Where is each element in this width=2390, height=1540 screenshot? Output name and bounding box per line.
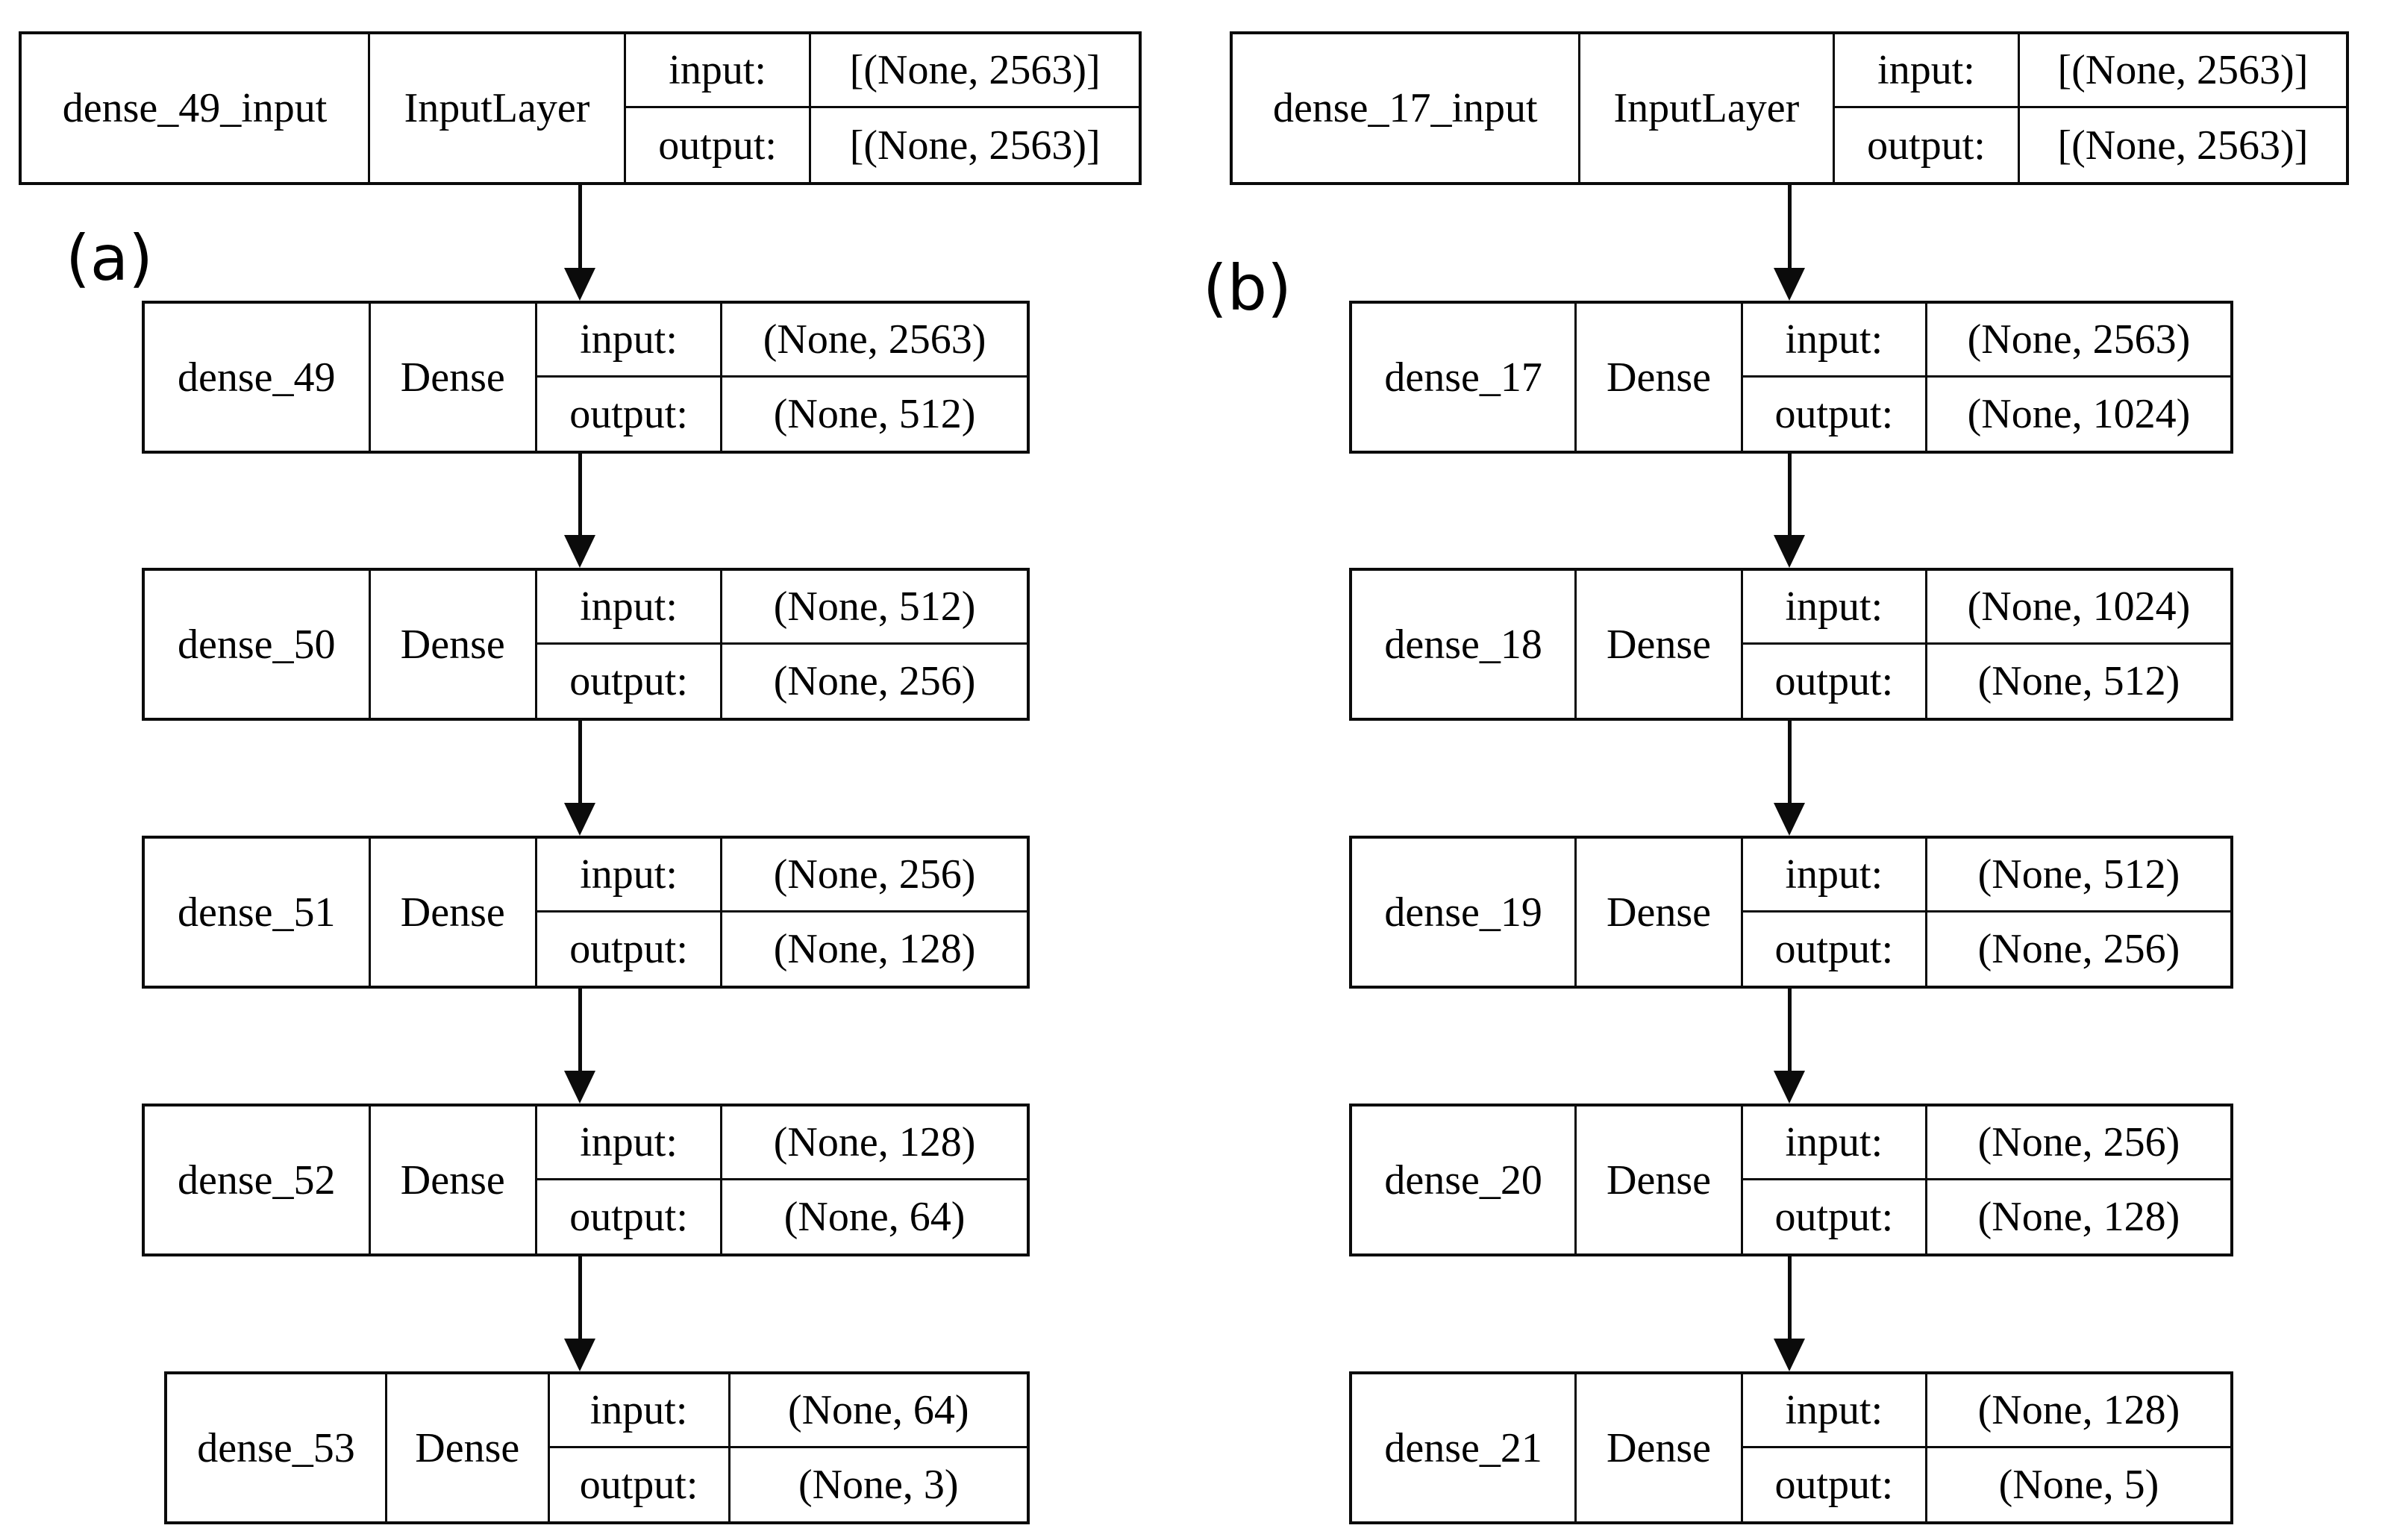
output-label: output: <box>537 1180 723 1253</box>
input-label: input: <box>1742 571 1927 645</box>
input-shape: [(None, 2563)] <box>2019 34 2346 108</box>
arrow-down-icon <box>563 721 596 836</box>
layer-type: Dense <box>1577 1374 1743 1521</box>
layer-name: dense_18 <box>1352 571 1577 718</box>
output-shape: (None, 256) <box>773 657 976 704</box>
layer-type: Dense <box>1577 571 1743 718</box>
arrow-down-icon <box>563 185 596 301</box>
output-label: output: <box>537 644 723 718</box>
output-shape: (None, 128) <box>1977 1193 2180 1240</box>
input-label: input: <box>537 1107 723 1180</box>
layer-name: dense_20 <box>1352 1107 1577 1253</box>
output-shape: (None, 512) <box>1977 657 2180 704</box>
input-shape: (None, 64) <box>730 1374 1027 1448</box>
layer-name: dense_21 <box>1352 1374 1577 1521</box>
input-shape: (None, 256) <box>1927 1107 2230 1180</box>
layer-name: dense_52 <box>145 1107 371 1253</box>
output-label: output: <box>1743 1447 1927 1521</box>
arrow-down-icon <box>1773 989 1806 1104</box>
layer-name: dense_49 <box>145 304 371 451</box>
input-shape: (None, 2563) <box>722 304 1027 378</box>
output-label: output: <box>1743 644 1927 718</box>
input-shape: (None, 1024) <box>1927 571 2230 645</box>
arrow-down-icon <box>1773 1256 1806 1371</box>
arrow-down-icon <box>1773 454 1806 568</box>
input-label: input: <box>537 304 723 378</box>
input-label: input: <box>537 839 723 913</box>
layer-type: Dense <box>387 1374 550 1521</box>
layer-node-dense_18: dense_18 Dense input: (None, 1024) outpu… <box>1349 568 2233 721</box>
panel-b-label: (b) <box>1203 251 1292 325</box>
layer-node-dense_52: dense_52 Dense input: (None, 128) output… <box>142 1104 1030 1256</box>
layer-type: Dense <box>1577 1107 1743 1253</box>
output-label: output: <box>1835 108 2020 182</box>
layer-node-dense_19: dense_19 Dense input: (None, 512) output… <box>1349 836 2233 989</box>
input-label: input: <box>549 1374 731 1448</box>
output-shape: (None, 5) <box>1998 1461 2159 1508</box>
output-shape: (None, 256) <box>1977 925 2180 972</box>
arrow-down-icon <box>1773 721 1806 836</box>
input-shape: (None, 2563) <box>1927 304 2230 378</box>
output-label: output: <box>626 108 812 182</box>
layer-type: Dense <box>371 1107 537 1253</box>
input-label: input: <box>1835 34 2020 108</box>
output-label: output: <box>1743 912 1927 986</box>
input-label: input: <box>1742 1374 1927 1448</box>
layer-type: InputLayer <box>370 34 626 182</box>
output-shape: [(None, 2563)] <box>2057 122 2309 169</box>
output-shape: (None, 512) <box>773 390 976 437</box>
layer-node-dense_17: dense_17 Dense input: (None, 2563) outpu… <box>1349 301 2233 454</box>
layer-type: Dense <box>371 571 537 718</box>
layer-node-dense_51: dense_51 Dense input: (None, 256) output… <box>142 836 1030 989</box>
input-label: input: <box>1742 304 1927 378</box>
input-shape: (None, 256) <box>722 839 1027 913</box>
output-shape: (None, 64) <box>783 1193 966 1240</box>
layer-node-dense_20: dense_20 Dense input: (None, 256) output… <box>1349 1104 2233 1256</box>
input-shape: (None, 128) <box>1927 1374 2230 1448</box>
layer-type: Dense <box>371 839 537 986</box>
output-shape: [(None, 2563)] <box>849 122 1101 169</box>
panel-a-label: (a) <box>66 222 154 295</box>
layer-node-dense_53: dense_53 Dense input: (None, 64) output:… <box>164 1371 1030 1524</box>
input-shape: [(None, 2563)] <box>811 34 1139 108</box>
layer-node-dense_17_input: dense_17_input InputLayer input: [(None,… <box>1230 31 2349 185</box>
layer-type: Dense <box>1577 839 1743 986</box>
layer-node-dense_49: dense_49 Dense input: (None, 2563) outpu… <box>142 301 1030 454</box>
layer-name: dense_19 <box>1352 839 1577 986</box>
layer-name: dense_17 <box>1352 304 1577 451</box>
input-shape: (None, 512) <box>722 571 1027 645</box>
output-shape: (None, 128) <box>773 925 976 972</box>
input-shape: (None, 512) <box>1927 839 2230 913</box>
input-label: input: <box>625 34 812 108</box>
arrow-down-icon <box>1773 185 1806 301</box>
output-label: output: <box>1743 1180 1927 1253</box>
input-shape: (None, 128) <box>722 1107 1027 1180</box>
layer-type: Dense <box>371 304 537 451</box>
input-label: input: <box>1742 839 1927 913</box>
output-label: output: <box>537 912 723 986</box>
output-shape: (None, 3) <box>798 1461 959 1508</box>
input-label: input: <box>1742 1107 1927 1180</box>
output-label: output: <box>550 1447 731 1521</box>
layer-node-dense_50: dense_50 Dense input: (None, 512) output… <box>142 568 1030 721</box>
arrow-down-icon <box>563 454 596 568</box>
layer-name: dense_50 <box>145 571 371 718</box>
input-label: input: <box>537 571 723 645</box>
output-label: output: <box>537 377 723 451</box>
layer-node-dense_49_input: dense_49_input InputLayer input: [(None,… <box>19 31 1142 185</box>
layer-node-dense_21: dense_21 Dense input: (None, 128) output… <box>1349 1371 2233 1524</box>
layer-name: dense_49_input <box>22 34 371 182</box>
layer-name: dense_53 <box>167 1374 387 1521</box>
layer-type: Dense <box>1577 304 1743 451</box>
layer-name: dense_51 <box>145 839 371 986</box>
output-label: output: <box>1743 377 1927 451</box>
output-shape: (None, 1024) <box>1967 390 2191 437</box>
layer-type: InputLayer <box>1580 34 1836 182</box>
layer-name: dense_17_input <box>1233 34 1580 182</box>
arrow-down-icon <box>563 989 596 1104</box>
arrow-down-icon <box>563 1256 596 1371</box>
